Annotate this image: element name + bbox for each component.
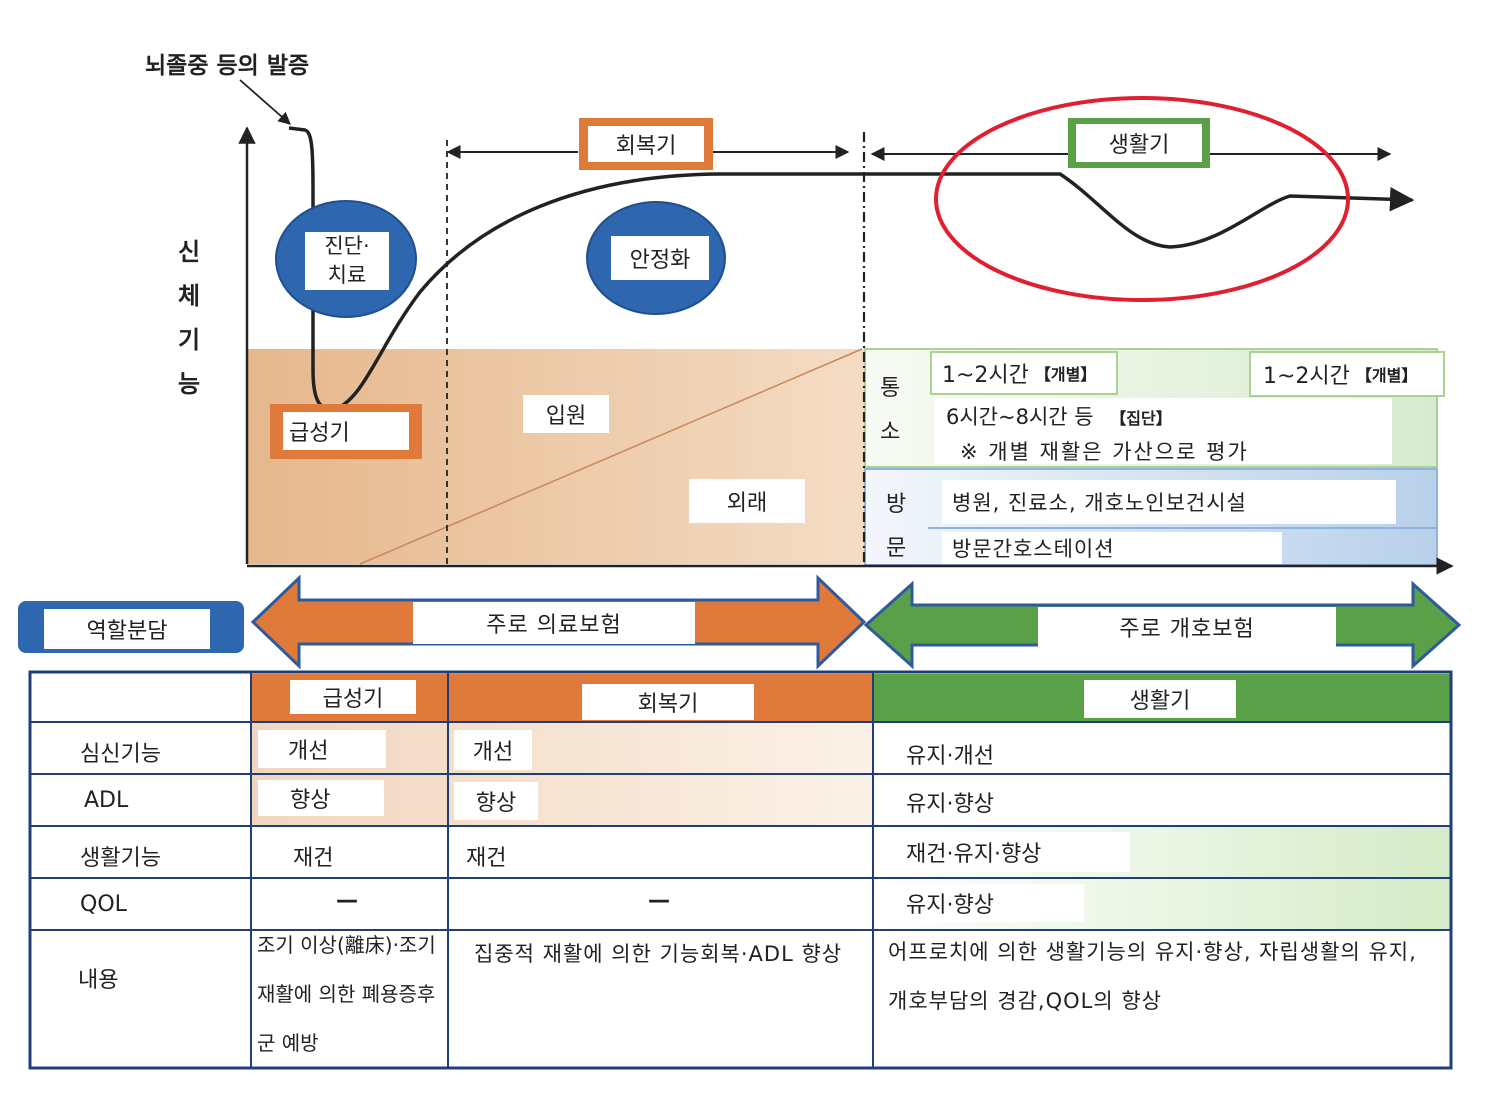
role-label: 역할분담 <box>44 609 210 649</box>
day-care-label-1: 통 <box>880 376 901 401</box>
adl-living: 유지·향상 <box>906 792 994 817</box>
content-acute: 조기 이상(離床)·조기 재활에 의한 폐용증후군 예방 <box>257 933 436 1055</box>
row-label-qol: QOL <box>80 892 127 917</box>
living-phase-label: 생활기 <box>1076 124 1202 162</box>
individual-session-1-tag: 【개별】 <box>1034 365 1097 384</box>
qol-recovery: — <box>648 888 670 913</box>
group-session-tag: 【집단】 <box>1110 409 1172 428</box>
visit-label-1: 방 <box>886 492 907 517</box>
row-label-adl: ADL <box>84 788 129 813</box>
y-axis-label-2: 체 <box>178 282 201 310</box>
y-axis-label-1: 신 <box>178 238 201 266</box>
outpatient-label: 외래 <box>689 479 805 523</box>
mind-body-living: 유지·개선 <box>906 744 994 769</box>
qol-living: 유지·향상 <box>880 884 1084 922</box>
onset-pointer-arrow <box>239 79 291 125</box>
group-session-time: 6시간~8시간 등 <box>946 405 1094 429</box>
inpatient-outpatient-divider <box>359 348 863 565</box>
diagnosis-label: 진단· 치료 <box>305 232 389 290</box>
living-function-living: 재건·유지·향상 <box>880 832 1130 872</box>
content-recovery: 집중적 재활에 의한 기능회복·ADL 향상 <box>474 942 843 966</box>
adl-acute: 향상 <box>258 780 384 816</box>
living-function-acute: 재건 <box>293 846 334 871</box>
row-label-mind-body: 심신기능 <box>80 742 161 767</box>
row-label-living-function: 생활기능 <box>80 846 161 871</box>
function-curve <box>288 126 1415 411</box>
care-insurance-label: 주로 개호보험 <box>1038 607 1336 647</box>
qol-acute: — <box>336 888 358 913</box>
living-function-recovery: 재건 <box>466 846 507 871</box>
mind-body-acute: 개선 <box>258 730 386 768</box>
table-header-recovery: 회복기 <box>582 684 754 720</box>
table-header-acute: 급성기 <box>290 680 416 714</box>
visit-nursing-label: 방문간호스테이션 <box>942 532 1282 564</box>
individual-session-2-time: 1~2시간 <box>1263 364 1350 389</box>
table-header-living: 생활기 <box>1084 680 1236 718</box>
diagnosis-label-line1: 진단· <box>324 234 370 258</box>
recovery-phase-label: 회복기 <box>588 126 704 162</box>
group-session-text: 6시간~8시간 등 【집단】 <box>946 401 1172 431</box>
individual-rehab-note: ※ 개별 재활은 가산으로 평가 <box>960 440 1249 464</box>
y-axis-label-3: 기 <box>178 326 201 354</box>
inpatient-label: 입원 <box>523 395 609 433</box>
onset-label: 뇌졸중 등의 발증 <box>145 53 310 79</box>
day-care-label-2: 소 <box>880 420 901 445</box>
visit-label-2: 문 <box>886 536 907 561</box>
living-highlight-ellipse <box>934 96 1350 302</box>
group-session <box>934 398 1392 464</box>
individual-session-1: 1~2시간 【개별】 <box>930 351 1118 395</box>
table-grid <box>28 670 1453 1070</box>
y-axis-label-4: 능 <box>178 370 201 398</box>
content-living: 어프로치에 의한 생활기능의 유지·향상, 자립생활의 유지, 개호부담의 경감… <box>888 940 1417 1013</box>
individual-session-2-tag: 【개별】 <box>1355 366 1418 385</box>
mind-body-recovery: 개선 <box>454 730 532 770</box>
visit-facilities-label: 병원, 진료소, 개호노인보건시설 <box>942 480 1396 524</box>
medical-insurance-label: 주로 의료보험 <box>413 602 695 644</box>
diagnosis-label-line2: 치료 <box>327 263 367 287</box>
adl-recovery: 향상 <box>454 782 538 820</box>
row-label-content: 내용 <box>78 968 119 993</box>
individual-session-2: 1~2시간 【개별】 <box>1249 351 1445 397</box>
stabilize-label: 안정화 <box>611 236 709 280</box>
acute-phase-label: 급성기 <box>283 412 409 450</box>
individual-session-1-time: 1~2시간 <box>942 363 1029 388</box>
